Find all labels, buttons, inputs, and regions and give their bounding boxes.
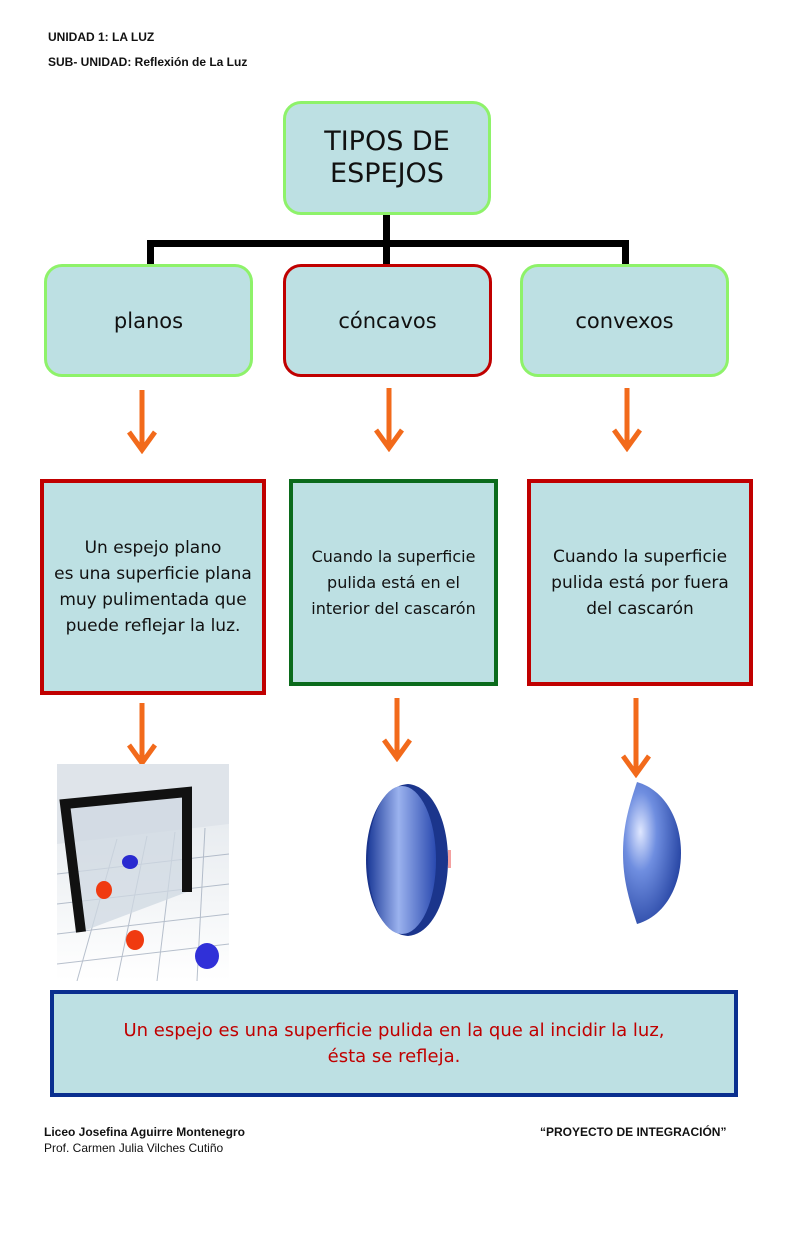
- summary-line-2: ésta se refleja.: [327, 1045, 461, 1067]
- down-arrow-icon: [382, 698, 412, 762]
- unit-title: UNIDAD 1: LA LUZ: [48, 30, 155, 44]
- desc-convexos: Cuando la superficie pulida está por fue…: [527, 479, 753, 686]
- footer-teacher: Prof. Carmen Julia Vilches Cutiño: [44, 1141, 224, 1155]
- type-convexos: convexos: [520, 264, 729, 377]
- type-concavos: cóncavos: [283, 264, 492, 377]
- connector-middle: [383, 240, 390, 265]
- root-line-1: TIPOS DE: [324, 126, 450, 157]
- root-line-2: ESPEJOS: [330, 158, 444, 189]
- convex-mirror-image: [623, 782, 681, 924]
- footer-project: “PROYECTO DE INTEGRACIÓN”: [540, 1125, 727, 1139]
- type-planos: planos: [44, 264, 253, 377]
- desc-concavos-line-3: interior del cascarón: [311, 598, 476, 618]
- desc-concavos: Cuando la superficie pulida está en el i…: [289, 479, 498, 686]
- type-convexos-label: convexos: [575, 308, 674, 333]
- down-arrow-icon: [621, 698, 651, 778]
- summary-line-1: Un espejo es una superficie pulida en la…: [123, 1019, 665, 1041]
- down-arrow-icon: [127, 703, 157, 767]
- desc-concavos-line-1: Cuando la superficie: [311, 546, 476, 566]
- desc-planos-line-4: puede reflejar la luz.: [65, 616, 241, 636]
- summary-box: Un espejo es una superficie pulida en la…: [50, 990, 738, 1097]
- desc-concavos-line-2: pulida está en el: [327, 572, 460, 592]
- down-arrow-icon: [612, 388, 642, 452]
- connector-right: [622, 240, 629, 265]
- concave-mirror-image: [366, 784, 451, 936]
- down-arrow-icon: [127, 390, 157, 454]
- desc-planos-line-3: muy pulimentada que: [59, 590, 247, 610]
- root-node: TIPOS DE ESPEJOS: [283, 101, 491, 215]
- plane-mirror-image: [57, 764, 229, 981]
- connector-stem: [383, 215, 390, 245]
- type-planos-label: planos: [113, 308, 184, 333]
- desc-planos: Un espejo plano es una superficie plana …: [40, 479, 266, 695]
- type-concavos-label: cóncavos: [338, 308, 437, 333]
- footer-school: Liceo Josefina Aguirre Montenegro: [44, 1125, 245, 1139]
- desc-convexos-line-1: Cuando la superficie: [552, 546, 728, 567]
- desc-planos-line-1: Un espejo plano: [84, 538, 222, 558]
- desc-convexos-line-3: del cascarón: [586, 598, 694, 619]
- desc-convexos-line-2: pulida está por fuera: [551, 572, 729, 593]
- down-arrow-icon: [374, 388, 404, 452]
- connector-left: [147, 240, 154, 265]
- desc-planos-line-2: es una superficie plana: [54, 564, 252, 584]
- subunit-title: SUB- UNIDAD: Reflexión de La Luz: [48, 55, 248, 69]
